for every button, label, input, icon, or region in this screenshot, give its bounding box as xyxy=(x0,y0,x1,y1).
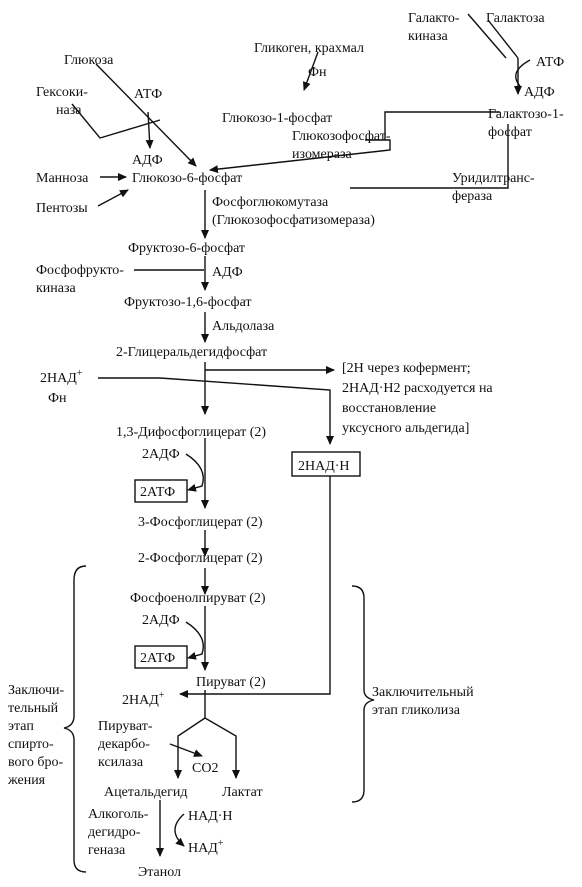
atp-adp-arrow xyxy=(145,111,154,149)
pentoses-label: Пентозы xyxy=(36,201,88,216)
co2-label: CO2 xyxy=(192,761,218,776)
galactose-line xyxy=(487,19,519,59)
atp-label-a: 2АТФ xyxy=(140,485,175,500)
connectors xyxy=(63,13,531,873)
atp-box-a xyxy=(134,479,188,503)
acetaldehyde-label: Ацетальдегид xyxy=(104,785,188,800)
lactate-arrow xyxy=(204,717,240,779)
co2-arrow xyxy=(169,743,203,757)
nad-label: 2НАД+ xyxy=(40,368,83,386)
galactose-adp-label: АДФ xyxy=(524,85,555,100)
final-glycolysis-label-1: Заключительный xyxy=(372,685,474,700)
g1p-g6p-arrow xyxy=(209,139,391,174)
hexokinase-label-2: наза xyxy=(56,103,82,118)
note-line-4: уксусного альдегида] xyxy=(342,421,469,436)
mannose-label: Манноза xyxy=(36,171,89,186)
fn-top-label: Фн xyxy=(308,65,327,80)
nad-bottom-label: 2НАД+ xyxy=(122,690,165,708)
alcohol-dehydrogenase-label-3: геназа xyxy=(88,843,126,858)
glucose-label: Глюкоза xyxy=(64,53,114,68)
hexokinase-label-1: Гексоки- xyxy=(36,85,88,100)
final-fermentation-label-1: Заключи- xyxy=(8,683,64,698)
pyruvate-decarboxylase-label-1: Пируват- xyxy=(98,719,153,734)
glucose-6-phosphate-label: Глюкозо-6-фосфат xyxy=(132,171,242,186)
phosphofructokinase-label-2: киназа xyxy=(36,281,77,296)
fructose-1-6-bisphosphate-label: Фруктозо-1,6-фосфат xyxy=(124,295,252,310)
ethanol-label: Этанол xyxy=(138,865,181,880)
nadh-bottom-label: НАД·Н xyxy=(188,809,233,824)
hexokinase-adp-label: АДФ xyxy=(132,153,163,168)
pyruvate-decarboxylase-label-3: ксилаза xyxy=(98,755,144,770)
fructose-6-phosphate-label: Фруктозо-6-фосфат xyxy=(128,241,245,256)
alcohol-dehydrogenase-label-1: Алкоголь- xyxy=(88,807,149,822)
nadh-return-arrow xyxy=(179,476,331,698)
phosphoglucoisomerase-label-2: изомераза xyxy=(292,147,352,162)
uridyltransferase-label-1: Уридилтранс- xyxy=(452,171,535,186)
final-fermentation-label-4: спирто- xyxy=(8,737,54,752)
galactose-atp-curve xyxy=(515,59,531,87)
note-line-2: 2НАД·Н2 расходуется на xyxy=(342,381,493,396)
left-brace xyxy=(63,565,87,873)
glucose-arrow xyxy=(95,63,197,167)
phosphoglucoisomerase-label-1: Глюкозофосфат- xyxy=(292,129,391,144)
phosphofructokinase-label-1: Фосфофрукто- xyxy=(36,263,124,278)
fn-mid-label: Фн xyxy=(48,391,67,406)
hexokinase-line xyxy=(71,103,161,139)
final-fermentation-label-6: жения xyxy=(7,773,46,788)
lactate-label: Лактат xyxy=(222,785,263,800)
right-brace xyxy=(351,585,375,803)
pyruvate-label: Пируват (2) xyxy=(196,675,266,690)
nadh-box xyxy=(291,451,361,477)
atp-box-b xyxy=(134,645,188,669)
aldolase-label: Альдолаза xyxy=(212,319,275,334)
labels: Галакто- киназа Галактоза АТФ АДФ Галакт… xyxy=(7,11,564,880)
galactose-1-phosphate-label-1: Галактозо-1- xyxy=(488,107,564,122)
galactokinase-line xyxy=(467,13,507,59)
galactokinase-label-2: киназа xyxy=(408,29,449,44)
nadh-nad-curve xyxy=(174,813,185,847)
acetaldehyde-arrow xyxy=(174,717,206,779)
bisphosphoglycerate-label: 1,3-Дифосфоглицерат (2) xyxy=(116,425,266,440)
hexokinase-atp-label: АТФ xyxy=(134,87,162,102)
pfk-adp-label: АДФ xyxy=(212,265,243,280)
galactokinase-label-1: Галакто- xyxy=(408,11,460,26)
galactose1p-line xyxy=(384,111,500,140)
phosphoenolpyruvate-label: Фосфоенолпируват (2) xyxy=(130,591,266,606)
glyceraldehyde-phosphate-label: 2-Глицеральдегидфосфат xyxy=(116,345,267,360)
note-line-1: [2Н через кофермент; xyxy=(342,361,471,376)
adp-atp-curve-a xyxy=(185,453,204,492)
pentoses-arrow xyxy=(97,189,129,207)
nadh-box-label: 2НАД·Н xyxy=(298,459,350,474)
3-phosphoglycerate-label: 3-Фосфоглицерат (2) xyxy=(138,515,263,530)
galactose-atp-label: АТФ xyxy=(536,55,564,70)
adp-label-b: 2АДФ xyxy=(142,613,180,628)
final-glycolysis-label-2: этап гликолиза xyxy=(372,703,461,718)
glycogen-label: Гликоген, крахмал xyxy=(254,41,364,56)
2-phosphoglycerate-label: 2-Фосфоглицерат (2) xyxy=(138,551,263,566)
glucosephosphate-isomerase-label: (Глюкозофосфатизомераза) xyxy=(212,213,375,228)
note-line-3: восстановление xyxy=(342,401,436,416)
atp-label-b: 2АТФ xyxy=(140,651,175,666)
final-fermentation-label-5: вого бро- xyxy=(8,755,64,770)
final-fermentation-label-3: этап xyxy=(8,719,34,734)
phosphoglucomutase-label: Фосфоглюкомутаза xyxy=(212,195,329,210)
nad-line xyxy=(98,377,334,445)
glucose-1-phosphate-label: Глюкозо-1-фосфат xyxy=(222,111,332,126)
uridyltransferase-label-2: фераза xyxy=(452,189,493,204)
galactose-label: Галактоза xyxy=(486,11,545,26)
adp-label-a: 2АДФ xyxy=(142,447,180,462)
pyruvate-decarboxylase-label-2: декарбо- xyxy=(98,737,150,752)
nad-plus-bottom-label: НАД+ xyxy=(188,838,224,856)
final-fermentation-label-2: тельный xyxy=(8,701,59,716)
uridyl-line xyxy=(350,124,509,189)
galactose-1-phosphate-label-2: фосфат xyxy=(488,125,532,140)
adp-atp-curve-b xyxy=(185,621,204,660)
glycogen-arrow xyxy=(303,51,319,91)
alcohol-dehydrogenase-label-2: дегидро- xyxy=(88,825,141,840)
